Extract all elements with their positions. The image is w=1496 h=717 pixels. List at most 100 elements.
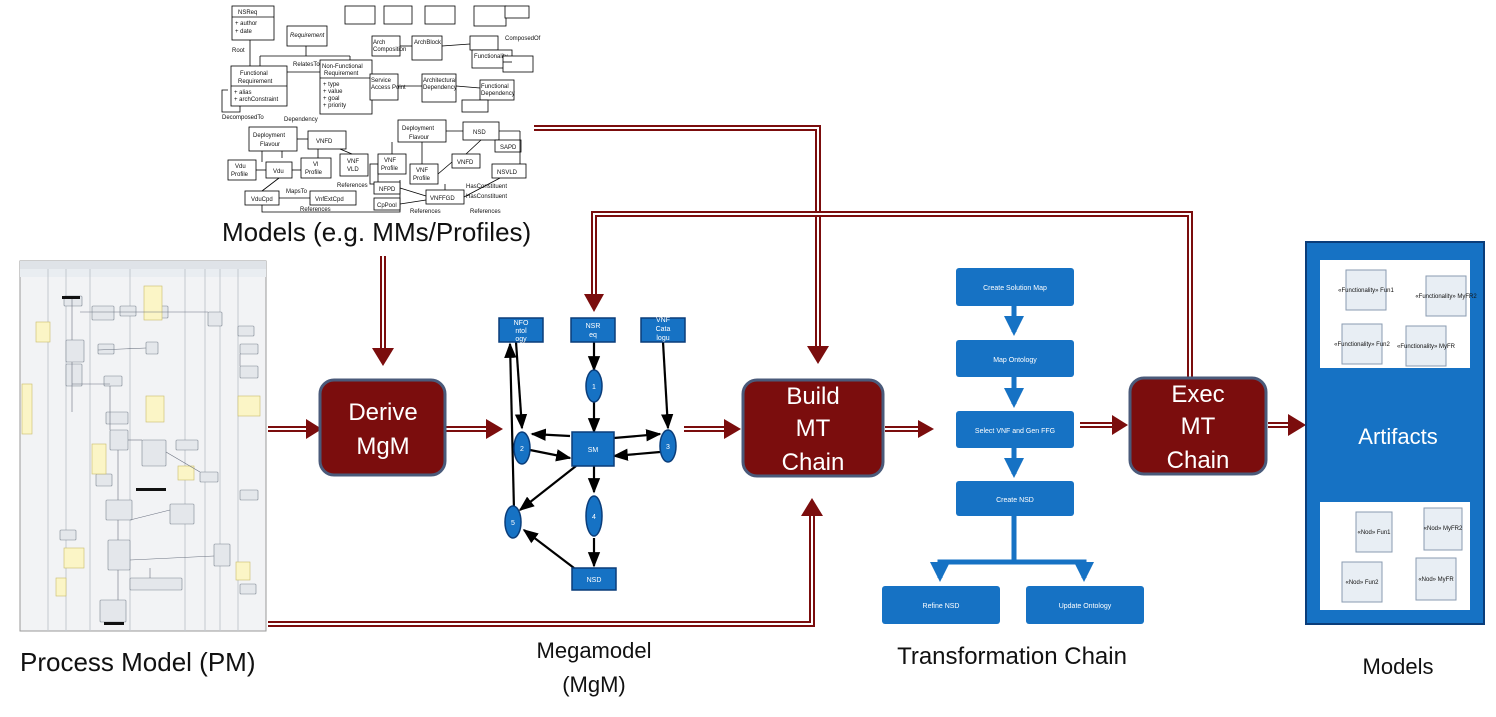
main-flow: Derive MgM Build MT Chain Exec MT Chain	[268, 125, 1306, 627]
pm-note-5	[91, 443, 107, 475]
pm-task-25	[129, 577, 183, 591]
svg-text:NFPD: NFPD	[379, 187, 396, 193]
pm-fork-bar	[136, 488, 166, 491]
svg-text:Access Point: Access Point	[371, 85, 406, 91]
svg-text:VNF: VNF	[656, 317, 670, 324]
arrow-transformation-to-exec	[1080, 415, 1128, 435]
svg-text:VNFD: VNFD	[457, 160, 474, 166]
svg-text:ntol: ntol	[515, 328, 527, 335]
svg-text:+ author: + author	[235, 21, 257, 27]
mgm-node-nsd: NSD	[571, 567, 617, 591]
arrow-build-to-transformation	[885, 420, 934, 438]
pm-task-14	[109, 429, 129, 451]
svg-text:+ alias: + alias	[234, 90, 252, 96]
pm-note-9	[55, 577, 67, 597]
artifacts-label: Artifacts	[1358, 424, 1437, 449]
svg-text:Dependency: Dependency	[423, 85, 457, 91]
svg-text:Service: Service	[371, 78, 392, 84]
svg-text:NSD: NSD	[587, 577, 602, 584]
svg-text:Vdu: Vdu	[273, 169, 284, 175]
tc-step-2: Map Ontology	[956, 340, 1074, 377]
svg-text:VduCpd: VduCpd	[251, 197, 273, 203]
pm-task-10	[65, 363, 83, 387]
artifact-top-2: «Functionality» MyFR2	[1415, 275, 1477, 317]
svg-text:Chain: Chain	[1167, 447, 1230, 474]
svg-text:4: 4	[592, 514, 596, 521]
svg-text:VNF: VNF	[347, 159, 359, 165]
pm-note-7	[63, 547, 85, 569]
svg-text:Deployment: Deployment	[402, 126, 434, 132]
svg-text:Profile: Profile	[305, 170, 323, 176]
tc-step-3: Select VNF and Gen FFG	[956, 411, 1074, 448]
tc-step-4: Create NSD	[956, 481, 1074, 516]
arrow-pm-to-derive	[268, 419, 322, 439]
tc-branch-refine: Refine NSD	[882, 586, 1000, 624]
svg-text:5: 5	[511, 520, 515, 527]
svg-text:Architectural: Architectural	[423, 78, 456, 84]
exec-mt-chain-step: Exec MT Chain	[1128, 376, 1268, 476]
svg-text:References: References	[337, 183, 368, 189]
svg-text:Vl: Vl	[313, 162, 318, 168]
svg-text:SM: SM	[588, 447, 599, 454]
svg-text:Profile: Profile	[413, 176, 431, 182]
pm-note-2	[21, 383, 33, 435]
artifact-top-3: «Functionality» Fun2	[1334, 323, 1391, 365]
svg-text:Exec: Exec	[1171, 381, 1224, 408]
pm-note-8	[235, 561, 251, 581]
svg-text:+ priority: + priority	[323, 103, 346, 109]
arrow-derive-to-megamodel	[446, 419, 503, 439]
pm-task-13	[105, 411, 129, 425]
pm-task-11	[103, 375, 123, 387]
svg-text:MT: MT	[796, 415, 831, 442]
megamodel-graph: NFO ntol ogy NSR eq VNF Cata logu SM NSD…	[498, 317, 686, 591]
svg-text:eq: eq	[589, 332, 597, 339]
pm-task-5	[237, 325, 255, 337]
svg-text:Flavour: Flavour	[409, 135, 429, 141]
svg-text:+ archConstraint: + archConstraint	[234, 97, 279, 103]
pm-task-12	[239, 365, 259, 379]
arrow-uml-to-build	[534, 125, 829, 364]
artifact-bottom-2: «Nod» MyFR2	[1423, 507, 1463, 551]
pm-task-4	[207, 311, 223, 327]
svg-text:«Functionality» Fun1: «Functionality» Fun1	[1338, 288, 1394, 294]
caption-models: Models	[1363, 654, 1434, 679]
svg-text:Update Ontology: Update Ontology	[1059, 603, 1112, 610]
pm-task-23	[107, 539, 131, 571]
svg-text:VNFD: VNFD	[316, 139, 333, 145]
tc-step-1: Create Solution Map	[956, 268, 1074, 306]
mgm-op-3: 3	[659, 429, 677, 463]
artifact-top-4: «Functionality» MyFR	[1397, 325, 1456, 367]
svg-text:Cata: Cata	[656, 326, 671, 333]
svg-text:CpPool: CpPool	[377, 203, 397, 209]
svg-text:Create NSD: Create NSD	[996, 497, 1034, 504]
pm-task-7	[97, 343, 115, 355]
mgm-op-4: 4	[585, 495, 603, 537]
pm-task-9	[239, 343, 259, 355]
pm-end-bar	[104, 622, 124, 625]
pm-task-17	[199, 471, 219, 483]
svg-text:ArchBlock: ArchBlock	[414, 40, 442, 46]
svg-text:References: References	[470, 209, 501, 215]
svg-text:Arch: Arch	[373, 40, 385, 46]
svg-text:Chain: Chain	[782, 449, 845, 476]
pm-note-4	[237, 395, 261, 417]
svg-text:VNF: VNF	[416, 168, 428, 174]
pm-flow-6	[165, 451, 201, 473]
pm-note-1	[35, 321, 51, 343]
pm-note-6	[177, 465, 195, 481]
svg-text:Flavour: Flavour	[260, 142, 280, 148]
svg-text:«Nod» MyFR: «Nod» MyFR	[1418, 577, 1454, 583]
svg-text:Build: Build	[786, 383, 839, 410]
mgm-node-sm: SM	[571, 431, 615, 467]
pm-task-26	[239, 583, 257, 595]
arrow-exec-to-artifacts	[1268, 414, 1306, 436]
svg-text:MgM: MgM	[356, 433, 409, 460]
artifact-top-1: «Functionality» Fun1	[1338, 269, 1395, 311]
svg-text:Functional: Functional	[240, 71, 268, 77]
pm-task-20	[169, 503, 195, 525]
svg-text:NFO: NFO	[514, 320, 529, 327]
pm-task-18	[95, 473, 113, 487]
svg-text:DecomposedTo: DecomposedTo	[222, 115, 264, 121]
svg-text:+ value: + value	[323, 89, 343, 95]
mgm-node-vnf: VNF Cata logu	[640, 317, 686, 343]
